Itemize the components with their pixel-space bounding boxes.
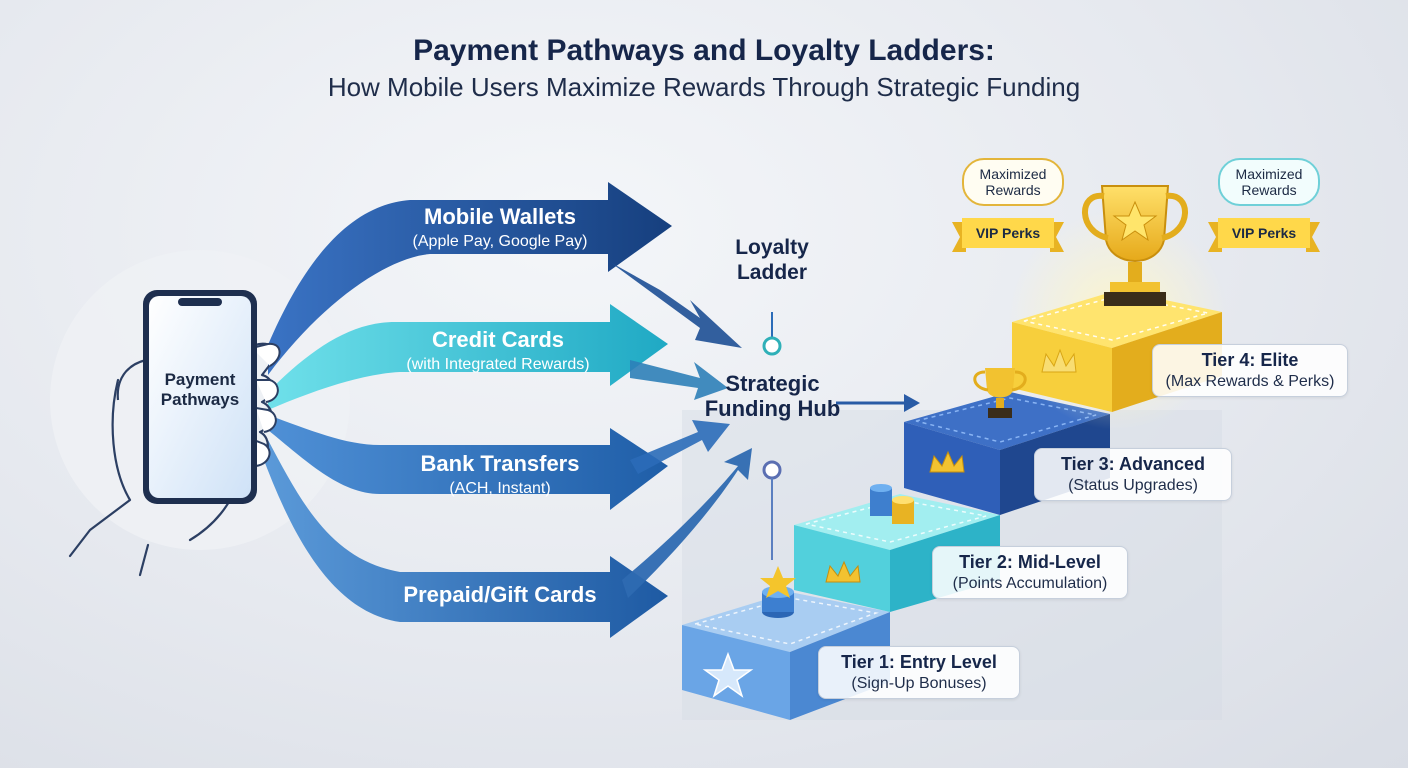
ladder-node-bottom xyxy=(762,460,782,480)
loyalty-ladder-label: Loyalty Ladder xyxy=(735,236,809,284)
tier-description: (Points Accumulation) xyxy=(952,575,1108,592)
star-icon xyxy=(702,651,754,698)
tier-description: (Max Rewards & Perks) xyxy=(1165,373,1335,390)
tier-1-label: Tier 1: Entry Level (Sign-Up Bonuses) xyxy=(818,646,1020,699)
pathway-prepaid-gift-cards-label: Prepaid/Gift Cards xyxy=(380,582,620,608)
coin-stack-icon xyxy=(870,484,914,524)
pathway-arrow-credit-cards xyxy=(268,304,728,410)
coin-stack-icon xyxy=(760,566,796,618)
maximized-rewards-badge-right: Maximized Rewards xyxy=(1218,158,1320,206)
tier-title: Tier 2: Mid-Level xyxy=(959,552,1101,572)
tier-description: (Status Upgrades) xyxy=(1068,477,1198,494)
pathway-subtitle: (with Integrated Rewards) xyxy=(406,356,590,373)
tier-title: Tier 1: Entry Level xyxy=(841,652,997,672)
pathway-arrow-prepaid-gift-cards xyxy=(262,440,752,638)
vip-perks-label-left: VIP Perks xyxy=(975,225,1041,241)
crown-icon xyxy=(1041,348,1077,373)
pathway-title: Prepaid/Gift Cards xyxy=(403,582,597,607)
pathway-subtitle: (Apple Pay, Google Pay) xyxy=(412,233,588,250)
vip-ribbon-right xyxy=(1208,218,1320,252)
diagram-subtitle: How Mobile Users Maximize Rewards Throug… xyxy=(327,72,1081,102)
pathway-arrow-bank-transfers xyxy=(268,415,730,510)
hub-to-ladder-arrowhead xyxy=(904,394,920,412)
phone-screen-label: Payment Pathways xyxy=(160,370,240,409)
pathway-title: Mobile Wallets xyxy=(424,204,576,229)
maximized-rewards-badge-left: Maximized Rewards xyxy=(962,158,1064,206)
ladder-node-top xyxy=(762,336,782,356)
pathway-bank-transfers-label: Bank Transfers (ACH, Instant) xyxy=(380,451,620,498)
strategic-funding-hub-label: Strategic Funding Hub xyxy=(704,371,841,421)
pathway-arrow-mobile-wallets xyxy=(268,182,742,375)
smartphone-icon xyxy=(143,290,257,504)
diagram-title: Payment Pathways and Loyalty Ladders: xyxy=(413,34,995,67)
tier-2-label: Tier 2: Mid-Level (Points Accumulation) xyxy=(932,546,1128,599)
pathway-credit-cards-label: Credit Cards (with Integrated Rewards) xyxy=(376,327,620,374)
trophy-icon xyxy=(1082,185,1188,306)
pathway-title: Credit Cards xyxy=(431,327,565,352)
crown-icon xyxy=(929,450,965,473)
tier-description: (Sign-Up Bonuses) xyxy=(851,675,987,692)
pathway-subtitle: (ACH, Instant) xyxy=(449,480,551,497)
vip-perks-label-right: VIP Perks xyxy=(1231,225,1297,241)
tier-title: Tier 3: Advanced xyxy=(1060,454,1206,474)
tier-3-label: Tier 3: Advanced (Status Upgrades) xyxy=(1034,448,1232,501)
trophy-icon xyxy=(973,368,1027,418)
tier-title: Tier 4: Elite xyxy=(1201,350,1299,370)
tier-4-label: Tier 4: Elite (Max Rewards & Perks) xyxy=(1152,344,1348,397)
pathway-title: Bank Transfers xyxy=(420,451,580,476)
pathway-mobile-wallets-label: Mobile Wallets (Apple Pay, Google Pay) xyxy=(380,204,620,251)
vip-ribbon-left xyxy=(952,218,1064,252)
crown-icon xyxy=(825,560,861,583)
